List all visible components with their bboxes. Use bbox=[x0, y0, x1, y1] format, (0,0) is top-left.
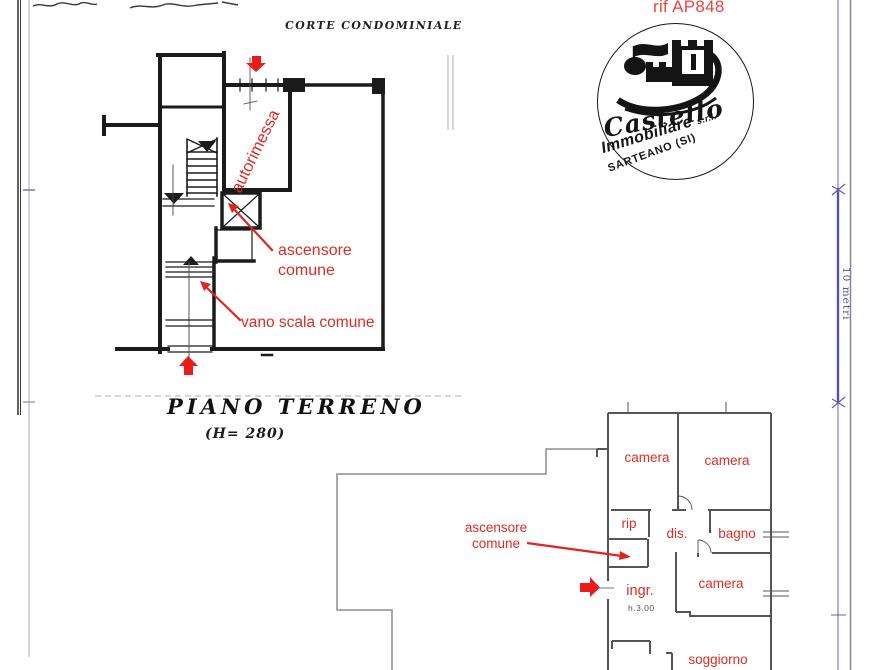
window-ticks bbox=[763, 531, 789, 597]
wall bbox=[708, 509, 771, 533]
arrowhead bbox=[200, 281, 211, 291]
wall bbox=[214, 226, 256, 264]
elevator-arrow-line bbox=[231, 206, 274, 252]
room-label-bagno: bagno bbox=[718, 526, 756, 541]
plan-height-note: (H= 280) bbox=[205, 426, 286, 442]
handwriting-scribble bbox=[129, 2, 219, 9]
elevator-shaft-box bbox=[220, 191, 262, 230]
scan-artifacts bbox=[17, 0, 465, 657]
threshold-lines bbox=[165, 319, 213, 327]
castle-banner bbox=[634, 43, 668, 57]
wall bbox=[672, 413, 686, 511]
stair-direction-arrow bbox=[183, 256, 199, 265]
entrance-marker-top bbox=[246, 56, 266, 72]
annotation-arrows bbox=[202, 206, 274, 322]
entrance-marker-apartment bbox=[580, 577, 600, 597]
agency-logo: Castello Immobiliare s.r.l. SARTEANO (SI… bbox=[597, 23, 754, 180]
dimension-lines bbox=[831, 0, 852, 670]
room-label-camera-2: camera bbox=[704, 453, 750, 468]
wall-thin bbox=[217, 229, 253, 260]
handwriting-scribble bbox=[32, 1, 98, 7]
entrance-marker-bottom bbox=[179, 356, 198, 375]
calligraphic-swash bbox=[616, 52, 722, 114]
apartment-elevator-label: ascensore comune bbox=[464, 520, 528, 551]
dimension-tick bbox=[831, 183, 846, 196]
room-label-ingr: ingr. bbox=[626, 583, 654, 599]
room-label-camera-1: camera bbox=[624, 450, 670, 465]
wall bbox=[697, 552, 771, 557]
stair-rails bbox=[186, 137, 218, 197]
door-swing bbox=[677, 495, 693, 511]
window-ticks bbox=[627, 402, 727, 413]
wall-notch bbox=[596, 448, 608, 457]
wall bbox=[666, 652, 673, 670]
wall bbox=[102, 115, 162, 136]
apartment-plan-drawing bbox=[336, 402, 789, 670]
plan-title: PIANO TERRENO bbox=[167, 394, 426, 419]
room-label-soggiorno: soggiorno bbox=[688, 652, 748, 667]
garage-walls bbox=[222, 83, 292, 192]
wall bbox=[611, 509, 651, 537]
reference-number: rif AP848 bbox=[653, 0, 725, 16]
wall bbox=[611, 640, 651, 654]
logo-castle-drawing bbox=[616, 40, 722, 116]
stair-treads bbox=[186, 151, 218, 194]
threshold-lines bbox=[167, 345, 213, 353]
ground-floor-plan-drawing bbox=[102, 51, 385, 375]
dimension-label-10-metri: 10 metri bbox=[840, 267, 852, 321]
terrace-outline bbox=[336, 448, 597, 670]
room-label-camera-3: camera bbox=[698, 576, 744, 591]
door-swing bbox=[697, 539, 712, 554]
logo-company-suffix: s.r.l. bbox=[695, 110, 718, 127]
gf-stairwell-label: vano scala comune bbox=[241, 314, 375, 331]
stair-direction-arrow bbox=[198, 141, 216, 152]
gf-elevator-label: ascensore comune bbox=[278, 242, 352, 279]
court-label: CORTE CONDOMINIALE bbox=[284, 19, 464, 32]
arrowhead bbox=[228, 203, 239, 213]
castle-hall bbox=[646, 62, 679, 82]
arrowhead bbox=[619, 551, 631, 560]
elevator-x-symbol bbox=[223, 194, 259, 227]
ceiling-height-note: h.3.00 bbox=[628, 603, 655, 613]
dimension-tick bbox=[831, 396, 846, 409]
handwriting-scribble bbox=[221, 1, 239, 6]
room-label-rip: rip bbox=[621, 516, 637, 531]
gate-ticks bbox=[239, 78, 279, 92]
elevator-shaft-walls bbox=[608, 539, 649, 568]
wall bbox=[676, 611, 771, 617]
centerline bbox=[243, 57, 258, 111]
boundary-faint-line bbox=[447, 55, 454, 130]
castle-foliage bbox=[624, 57, 646, 75]
calligraphic-swash bbox=[624, 96, 717, 116]
pillar bbox=[283, 78, 305, 92]
stair-arrow-line bbox=[202, 283, 242, 322]
elevator-arrow-line bbox=[526, 541, 623, 558]
room-label-dis: dis. bbox=[666, 526, 688, 541]
castle-tower-slit bbox=[691, 54, 696, 70]
landing-lines bbox=[162, 198, 215, 207]
